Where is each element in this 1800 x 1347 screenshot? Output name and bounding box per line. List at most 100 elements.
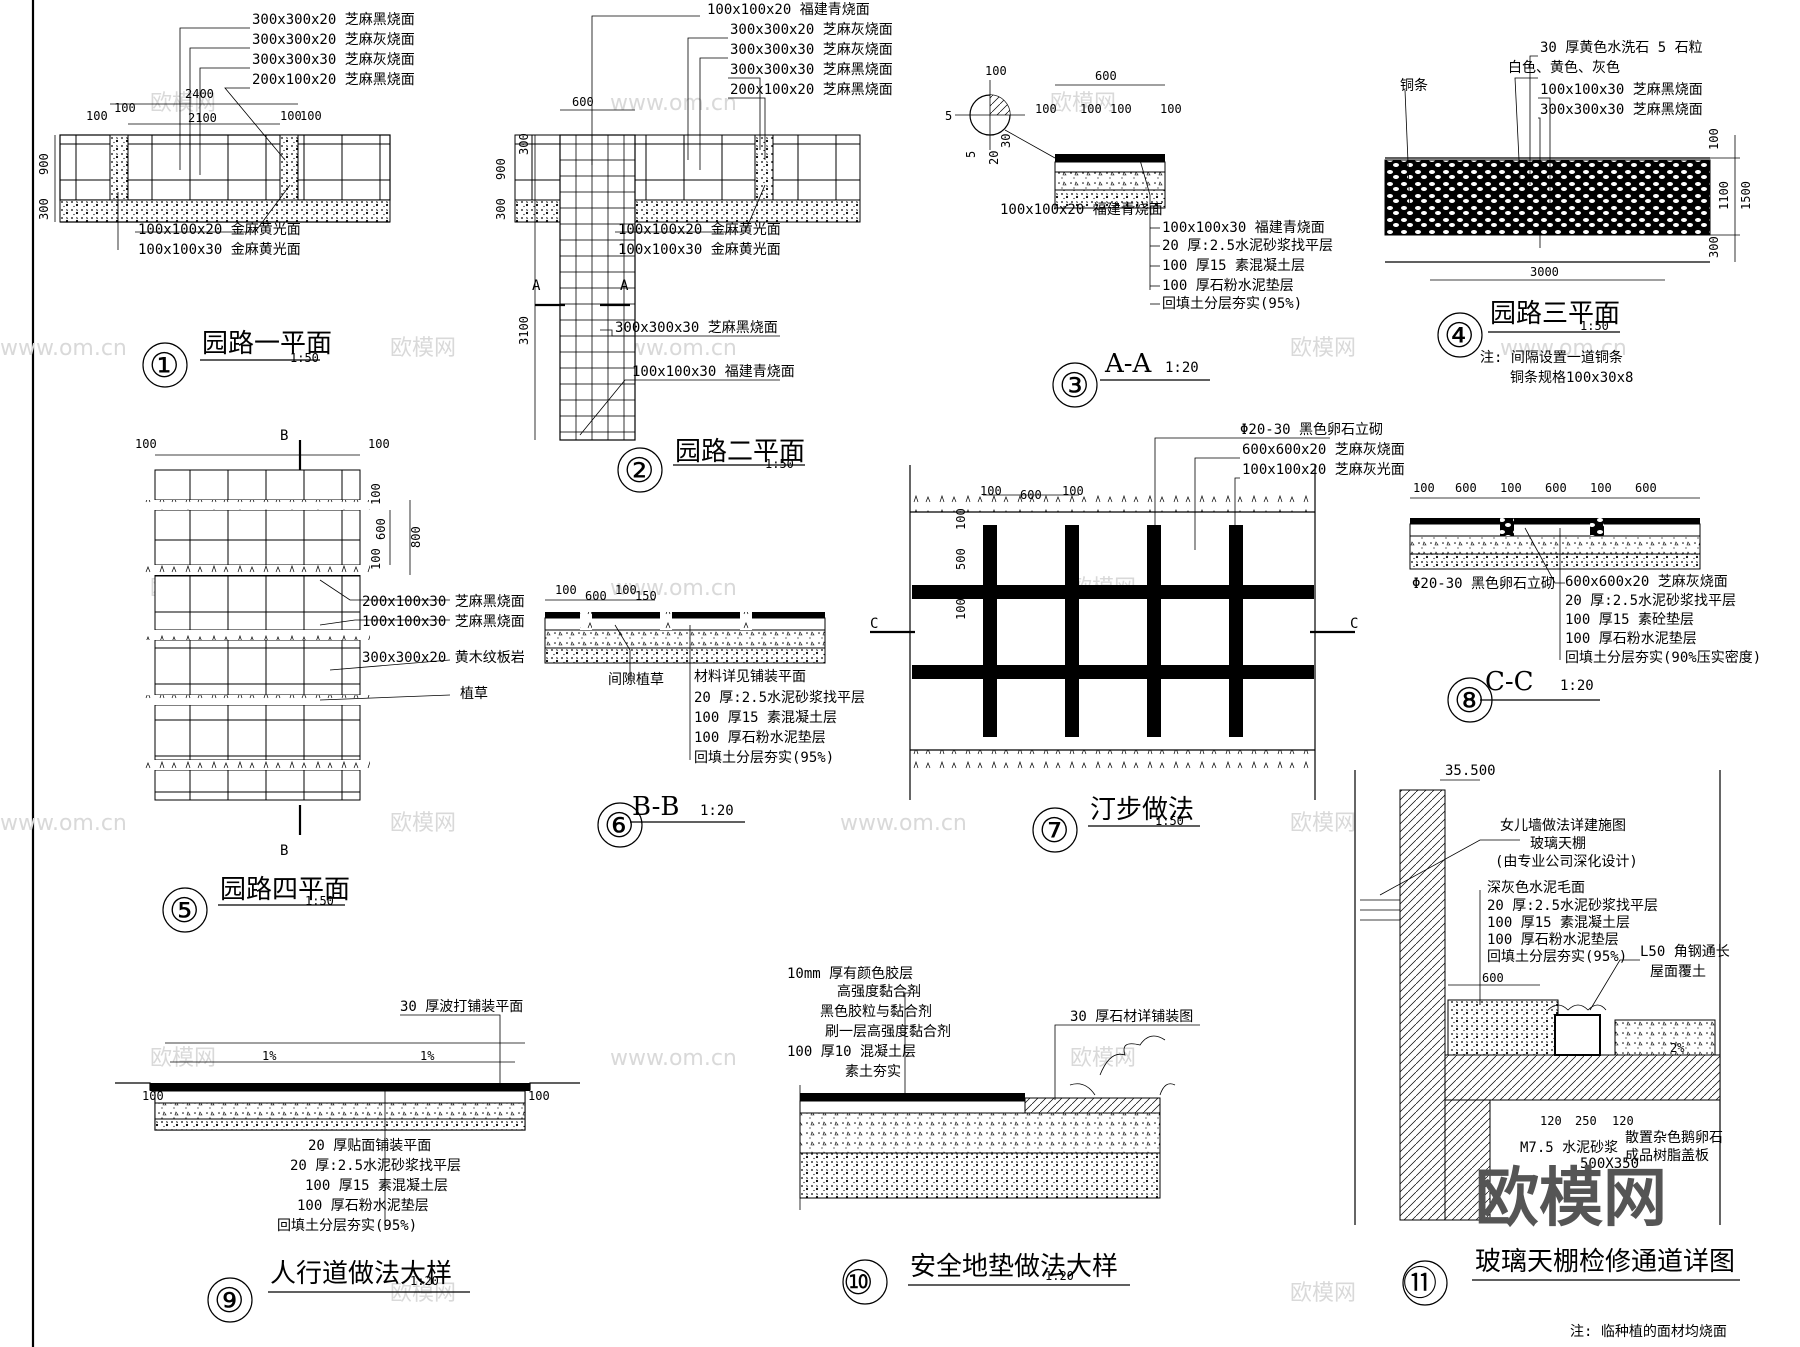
material-label: 30 厚黄色水洗石 5 石粒 [1540, 39, 1703, 56]
dim-100: 100 [1707, 128, 1721, 150]
watermark-text: 欧模网 [390, 1281, 456, 1306]
dim-300: 300 [517, 133, 531, 155]
dim-100: 100 [980, 484, 1002, 498]
detail-6-section-bb: 100 600 100 150 间隙植草 材料详见铺装平面 20 厚:2.5水泥… [544, 583, 865, 848]
watermark-url: www.om.cn [610, 1046, 737, 1071]
dim-100: 100 [280, 109, 302, 123]
material-label: 300x300x30 芝麻灰烧面 [252, 52, 415, 68]
material-label: M7.5 水泥砂浆 [1520, 1140, 1618, 1156]
material-label: 20 厚:2.5水泥砂浆找平层 [1487, 898, 1658, 914]
dim-600: 600 [374, 518, 388, 540]
material-label: 300x300x20 芝麻黑烧面 [252, 12, 415, 28]
detail-2-garden-path-plan: 600 300 900 300 3100 A A 100x100x20 福建青烧… [494, 2, 893, 493]
dim-100: 100 [954, 598, 968, 620]
detail-title: 人行道做法大样 [270, 1259, 452, 1289]
section-mark: A [532, 278, 541, 294]
material-label: 100x100x30 福建青烧面 [1162, 220, 1325, 236]
dim-800: 800 [409, 526, 423, 548]
dim-100: 100 [555, 583, 577, 597]
dim-3100: 3100 [517, 316, 531, 345]
dim-100: 100 [615, 583, 637, 597]
detail-scale: 1:20 [1045, 1269, 1074, 1283]
material-label: 玻璃天棚 [1530, 835, 1586, 852]
dim-10: 20 [987, 151, 1001, 165]
dim-100: 100 [135, 437, 157, 451]
detail-number: ⑩ [843, 1263, 873, 1303]
detail-scale: 1:50 [765, 457, 794, 471]
material-label: 回填土分层夯实(90%压实密度) [1565, 649, 1761, 666]
detail-title: B-B [632, 792, 679, 822]
dim-600: 600 [1020, 488, 1042, 502]
material-label: 深灰色水泥毛面 [1487, 879, 1585, 896]
material-label: 300x300x30 芝麻黑烧面 [730, 62, 893, 78]
material-label: 100x100x30 金麻黄光面 [138, 241, 301, 258]
dim-600: 600 [1095, 69, 1117, 83]
material-label: 100 厚石粉水泥垫层 [1162, 278, 1294, 294]
material-label: 100 厚15 素混凝土层 [1487, 915, 1630, 931]
dim-2100: 2100 [188, 111, 217, 125]
detail-5-garden-path-plan: 100 100 B 600 800 100 100 200x100x30 芝麻黑… [135, 428, 525, 933]
watermark-url: www.om.cn [610, 576, 737, 601]
dim-5: 5 [945, 109, 952, 123]
detail-number: ⑤ [169, 891, 199, 931]
material-label: 20 厚贴面铺装平面 [308, 1138, 431, 1154]
material-label: 300x300x20 芝麻灰烧面 [252, 32, 415, 48]
detail-10-safety-mat-section: 10mm 厚有颜色胶层 高强度黏合剂 黑色胶粒与黏合剂 刷一层高强度黏合剂 10… [787, 965, 1200, 1305]
dim-100: 100 [1062, 484, 1084, 498]
detail-scale: 1:20 [1165, 360, 1199, 376]
watermark-layer: 欧模网 www.om.cn 欧模网 欧模网 欧模网 www.om.cn www.… [0, 91, 1627, 1306]
watermark-text: 欧模网 [1070, 1046, 1136, 1071]
dim-600: 600 [572, 95, 594, 109]
dim-100: 100 [86, 109, 108, 123]
material-label: 100x100x20 福建青烧面 [1000, 202, 1163, 218]
material-label: 20 厚:2.5水泥砂浆找平层 [1565, 593, 1736, 609]
dim-100: 100 [1110, 102, 1132, 116]
detail-number: ③ [1059, 366, 1089, 406]
material-label: 20 厚:2.5水泥砂浆找平层 [694, 690, 865, 706]
detail-title: A-A [1104, 349, 1153, 379]
detail-scale: 1:50 [1155, 814, 1184, 828]
detail-title: 汀步做法 [1090, 795, 1194, 825]
detail-scale: 1:20 [410, 1274, 439, 1288]
material-label: 600x600x20 芝麻灰烧面 [1242, 442, 1405, 458]
dim-100: 100 [1500, 481, 1522, 495]
detail-scale: 1:50 [290, 351, 319, 365]
watermark-text: 欧模网 [150, 91, 216, 116]
dim-100: 100 [142, 1089, 164, 1103]
material-label: 回填土分层夯实(95%) [694, 750, 834, 766]
material-label: 100x100x20 芝麻灰光面 [1242, 462, 1405, 478]
dim-300: 300 [37, 198, 51, 220]
dim-300: 300 [494, 198, 508, 220]
material-label: 100 厚石粉水泥垫层 [694, 730, 826, 746]
material-label: 100x100x20 金麻黄光面 [618, 221, 781, 238]
material-label: 100 厚15 素砼垫层 [1565, 612, 1694, 628]
material-label: 植草 [460, 686, 488, 702]
dim-600: 600 [1482, 971, 1504, 985]
dim-100: 100 [1160, 102, 1182, 116]
watermark-text: 欧模网 [1290, 336, 1356, 361]
detail-title: 园路二平面 [675, 437, 805, 467]
material-label: 300x300x30 芝麻灰烧面 [730, 42, 893, 58]
material-label: 女儿墙做法详建施图 [1500, 817, 1626, 834]
material-label: 200x100x30 芝麻黑烧面 [362, 594, 525, 610]
material-label: 100 厚15 素混凝土层 [1162, 258, 1305, 274]
material-label: 屋面覆土 [1650, 964, 1706, 980]
material-label: 200x100x20 芝麻黑烧面 [252, 72, 415, 88]
detail-number: ⑨ [214, 1281, 244, 1321]
dim-2400: 2400 [185, 87, 214, 101]
detail-number: ⑧ [1454, 681, 1484, 721]
material-label: 600x600x20 芝麻灰烧面 [1565, 574, 1728, 590]
watermark-url: www.om.cn [0, 336, 127, 361]
dim-1100: 1100 [1717, 181, 1731, 210]
detail-1-garden-path-plan: 900 300 2400 2100 100 100 100 100 300x30… [37, 12, 415, 388]
material-label: 回填土分层夯实(95%) [277, 1218, 417, 1234]
material-label: 20 厚:2.5水泥砂浆找平层 [1162, 238, 1333, 254]
dim-100: 100 [1080, 102, 1102, 116]
detail-title: 园路三平面 [1490, 299, 1620, 329]
material-label: 间隙植草 [608, 672, 664, 688]
detail-title: 安全地垫做法大样 [910, 1252, 1118, 1282]
detail-11-glass-canopy-access: 35.500 女儿墙做法详建施图 玻璃天棚 (由专业公司深化设计) 深灰色水泥毛… [1354, 763, 1740, 1306]
detail-scale: 1:50 [305, 894, 334, 908]
dim-1500: 1500 [1739, 181, 1753, 210]
